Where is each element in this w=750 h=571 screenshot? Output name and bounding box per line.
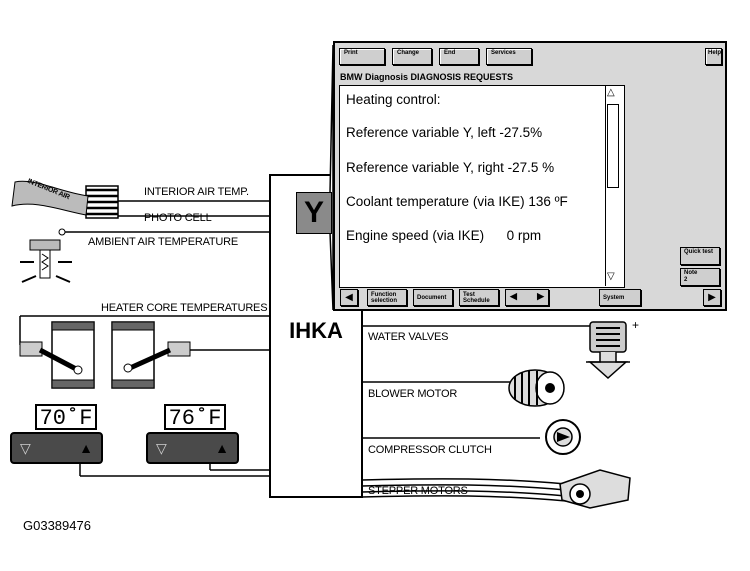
plus-sign: + — [632, 318, 639, 332]
line-ref-right: Reference variable Y, right -27.5 % — [346, 160, 555, 175]
temp-display-right: 76˚F — [164, 404, 226, 431]
photo-cell-node — [58, 228, 66, 236]
heater-core-sensor-left — [19, 341, 83, 375]
temp-right-down-icon[interactable]: ▽ — [156, 440, 167, 456]
document-button[interactable]: Document — [413, 289, 453, 306]
temp-left-up-icon[interactable]: ▲ — [79, 440, 93, 456]
heater-core-sensor-right — [123, 341, 191, 373]
scroll-thumb[interactable] — [607, 104, 619, 188]
note-button[interactable]: Note 2 — [680, 268, 720, 286]
temp-control-left[interactable]: ▽ ▲ — [10, 432, 103, 464]
note-label: Note — [684, 270, 698, 276]
heater-core-right — [111, 321, 155, 389]
end-button[interactable]: End — [439, 48, 479, 65]
blower-motor-label: BLOWER MOTOR — [368, 388, 458, 400]
nav-left-icon[interactable]: ◀ — [510, 291, 517, 301]
help-button[interactable]: Help — [705, 48, 722, 65]
ambient-air-temp-sensor — [20, 239, 72, 283]
diagnosis-screen: Print Change End Services Help BMW Diagn… — [333, 41, 727, 311]
function-selection-button[interactable]: Function selection — [367, 289, 407, 306]
temp-right-up-icon[interactable]: ▲ — [215, 440, 229, 456]
y-selector-box: Y — [296, 192, 332, 234]
interior-air-temp-sensor — [85, 185, 119, 219]
line-ref-left: Reference variable Y, left -27.5% — [346, 125, 543, 140]
temp-left-down-icon[interactable]: ▽ — [20, 440, 31, 456]
test-schedule-button[interactable]: Test Schedule — [459, 289, 499, 306]
stepper-motor-icon — [559, 469, 631, 509]
heater-core-temp-label: HEATER CORE TEMPERATURES — [101, 302, 268, 314]
left-arrow-button[interactable]: ◀ — [340, 289, 358, 306]
line-heating-control: Heating control: — [346, 92, 441, 107]
stepper-motors-label: STEPPER MOTORS — [368, 485, 468, 497]
compressor-clutch-icon — [545, 419, 581, 455]
line-coolant-temp: Coolant temperature (via IKE) 136 ºF — [346, 194, 568, 209]
diagnosis-content: Heating control: Reference variable Y, l… — [339, 85, 625, 288]
scroll-up-icon[interactable]: △ — [607, 87, 615, 98]
interior-air-banner — [11, 180, 89, 216]
heater-core-left — [51, 321, 95, 389]
temp-control-right[interactable]: ▽ ▲ — [146, 432, 239, 464]
ambient-air-temp-label: AMBIENT AIR TEMPERATURE — [88, 236, 239, 248]
photo-cell-label: PHOTO CELL — [144, 212, 212, 224]
nav-arrows-group: ◀ ▶ — [505, 289, 549, 306]
figure-code: G03389476 — [23, 518, 91, 533]
temp-display-left: 70˚F — [35, 404, 97, 431]
water-valves-label: WATER VALVES — [368, 331, 449, 343]
change-button[interactable]: Change — [392, 48, 432, 65]
compressor-clutch-label: COMPRESSOR CLUTCH — [368, 444, 492, 456]
services-button[interactable]: Services — [486, 48, 532, 65]
blower-motor-icon — [508, 369, 565, 407]
quick-test-button[interactable]: Quick test — [680, 247, 720, 265]
scroll-down-icon[interactable]: ▽ — [607, 271, 615, 282]
interior-air-temp-label: INTERIOR AIR TEMP. — [144, 186, 249, 198]
ihka-label: IHKA — [289, 318, 343, 343]
content-scrollbar[interactable]: △ ▽ — [605, 86, 620, 286]
print-button[interactable]: Print — [339, 48, 385, 65]
right-arrow-button[interactable]: ▶ — [703, 289, 721, 306]
system-button[interactable]: System — [599, 289, 641, 306]
line-engine-speed: Engine speed (via IKE) 0 rpm — [346, 228, 542, 243]
screen-title: BMW Diagnosis DIAGNOSIS REQUESTS — [340, 72, 514, 82]
note-sub: 2 — [684, 277, 688, 283]
water-valve-icon — [586, 321, 630, 380]
nav-right-icon[interactable]: ▶ — [537, 291, 544, 301]
